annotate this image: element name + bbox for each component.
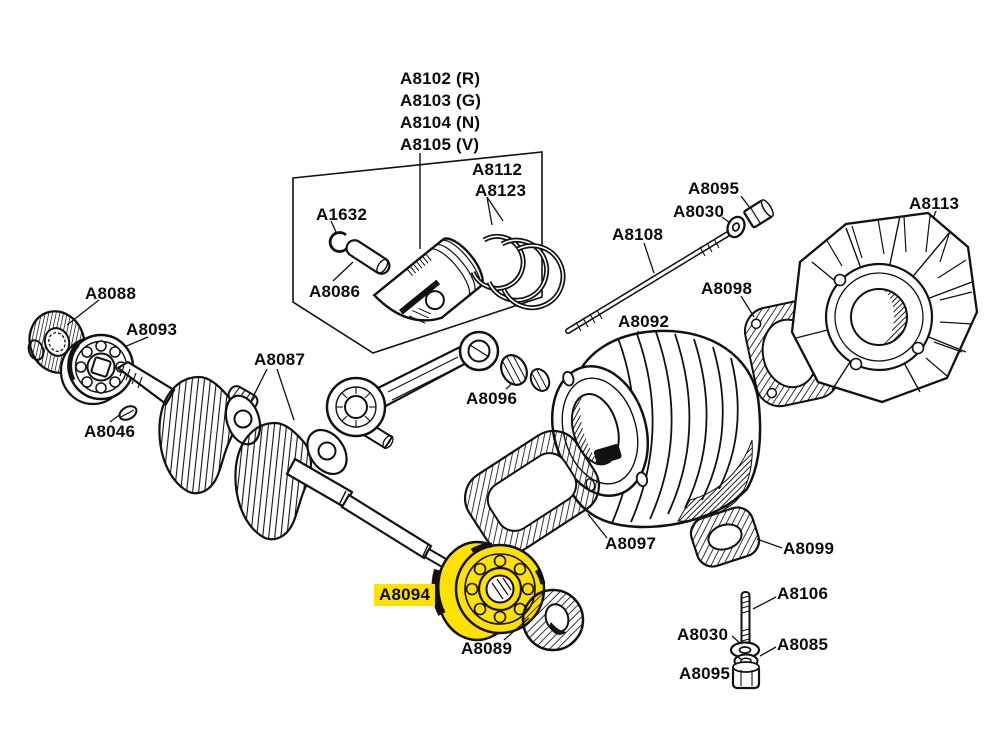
key-drawing (109, 405, 138, 423)
connecting-rod-drawing (325, 330, 500, 450)
part-label-a8113: A8113 (909, 194, 960, 213)
part-label-a8030-top: A8030 (673, 202, 725, 221)
part-label-a8088: A8088 (85, 284, 137, 303)
part-label-a8089: A8089 (461, 639, 513, 658)
stud-drawing (740, 591, 777, 653)
nut-bottom-drawing (731, 661, 761, 690)
part-label-a8105: A8105 (V) (400, 135, 480, 154)
part-label-a8094-highlighted: A8094 (374, 584, 436, 606)
washer-top-drawing (721, 215, 746, 239)
seal-drawing (503, 588, 585, 652)
finned-cover-drawing (790, 210, 979, 404)
part-label-a8097: A8097 (605, 534, 657, 553)
part-label-a8102: A8102 (R) (400, 69, 481, 88)
part-label-a8087: A8087 (254, 350, 306, 369)
small-gasket-drawing (689, 506, 783, 568)
washer-bottom-drawing (729, 635, 761, 659)
part-label-a8093: A8093 (126, 320, 178, 339)
part-label-a8099: A8099 (783, 539, 835, 558)
circlip-drawing (328, 220, 349, 253)
nut-top-drawing (740, 195, 774, 229)
piston-drawing (372, 237, 484, 324)
part-label-a8108: A8108 (612, 225, 664, 244)
part-label-a8096: A8096 (466, 389, 518, 408)
part-label-a8112: A8112 (472, 160, 523, 179)
part-label-a8123: A8123 (475, 181, 527, 200)
part-label-a8095-bottom: A8095 (679, 664, 731, 683)
part-label-a8106: A8106 (777, 584, 829, 603)
part-label-a8098: A8098 (701, 279, 753, 298)
wrist-pin-drawing (332, 239, 391, 282)
part-label-a8085: A8085 (777, 635, 829, 654)
piston-rings-drawing (470, 196, 566, 311)
part-label-a8103: A8103 (G) (400, 91, 482, 110)
part-label-a8095-top: A8095 (688, 179, 740, 198)
long-stud-drawing (565, 226, 739, 334)
part-label-a8046: A8046 (84, 422, 136, 441)
part-label-a8104: A8104 (N) (400, 113, 481, 132)
piston-kit-box (292, 151, 543, 354)
base-gasket-drawing (463, 429, 608, 555)
part-label-a1632: A1632 (316, 205, 368, 224)
part-label-a8092: A8092 (618, 312, 670, 331)
crankshaft-drawing (116, 360, 472, 584)
part-label-a8030-bottom: A8030 (677, 625, 729, 644)
needle-bearing-drawing (500, 354, 551, 392)
highlighted-bearing-drawing (431, 540, 546, 642)
part-label-a8086: A8086 (309, 282, 361, 301)
